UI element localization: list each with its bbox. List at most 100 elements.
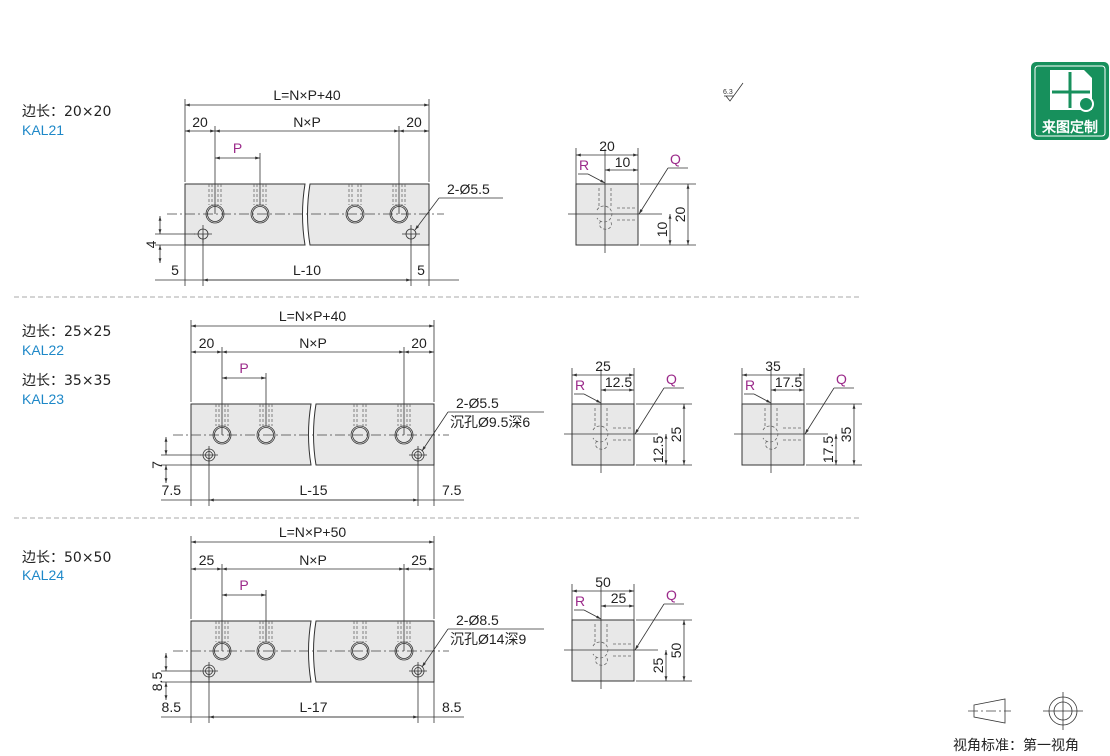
- internal-bore: [592, 425, 609, 450]
- model-code[interactable]: KAL22: [22, 342, 64, 358]
- side-length-label: 边长：25×25: [22, 324, 111, 340]
- edge-right-label: 7.5: [442, 482, 462, 498]
- half-width-label: 12.5: [605, 374, 632, 390]
- edge-left-label: 8.5: [162, 699, 182, 715]
- port-r-leader: [753, 393, 772, 404]
- edge-left-label: 7.5: [162, 482, 182, 498]
- right-margin-label: 20: [406, 114, 422, 130]
- surface-roughness-symbol: 6.3: [723, 82, 744, 102]
- pitch-total-label: N×P: [299, 335, 327, 351]
- port-r-label: R: [745, 377, 755, 393]
- mounting-hole-spacing-label: L-17: [299, 699, 327, 715]
- svg-text:视角标准：第一视角: 视角标准：第一视角: [953, 737, 1079, 754]
- edge-left-label: 5: [171, 262, 179, 278]
- manifold-end-face: [571, 403, 635, 466]
- height-label: 25: [668, 427, 684, 443]
- manifold-body: [190, 403, 312, 466]
- counterbore-spec-label: 沉孔Ø14深9: [450, 631, 526, 647]
- manifold-body: [190, 620, 312, 683]
- port-q-label: Q: [666, 587, 677, 603]
- port-r-leader: [587, 173, 606, 184]
- port-q-label: Q: [836, 371, 847, 387]
- mounting-hole-spacing-label: L-10: [293, 262, 321, 278]
- port-hole: [347, 206, 363, 222]
- half-height-label: 25: [650, 658, 666, 674]
- custom-drawing-logo[interactable]: 来图定制: [1031, 62, 1109, 140]
- model-code[interactable]: KAL23: [22, 391, 64, 407]
- port-r-leader: [583, 393, 602, 404]
- port-r-leader: [583, 609, 602, 620]
- half-width-label: 10: [615, 154, 631, 170]
- half-width-label: 25: [611, 590, 627, 606]
- overall-length-label: L=N×P+40: [273, 87, 341, 103]
- width-label: 35: [765, 358, 781, 374]
- port-hole: [252, 206, 268, 222]
- hole-spec-label: 2-Ø5.5: [456, 395, 499, 411]
- port-hole: [258, 427, 274, 443]
- height-label: 20: [672, 207, 688, 223]
- port-q-leader: [634, 603, 665, 651]
- height-label: 35: [838, 427, 854, 443]
- width-label: 50: [595, 574, 611, 590]
- half-height-label: 17.5: [820, 436, 836, 463]
- port-hole: [352, 427, 368, 443]
- overall-length-label: L=N×P+50: [279, 524, 347, 540]
- half-height-label: 12.5: [650, 436, 666, 463]
- manifold-end-face: [571, 619, 635, 682]
- hole-offset-label: 8.5: [149, 672, 165, 692]
- pitch-label: P: [233, 140, 242, 156]
- port-r-label: R: [575, 593, 585, 609]
- side-length-label: 边长：20×20: [22, 104, 111, 120]
- height-label: 50: [668, 643, 684, 659]
- right-margin-label: 20: [411, 335, 427, 351]
- port-q-label: Q: [666, 371, 677, 387]
- overall-length-label: L=N×P+40: [279, 308, 347, 324]
- mounting-hole-spacing-label: L-15: [299, 482, 327, 498]
- manifold-body: [313, 403, 435, 466]
- left-margin-label: 25: [199, 552, 215, 568]
- left-margin-label: 20: [199, 335, 215, 351]
- half-height-label: 10: [654, 222, 670, 238]
- svg-text:来图定制: 来图定制: [1041, 119, 1098, 136]
- internal-bore: [596, 205, 613, 230]
- edge-right-label: 8.5: [442, 699, 462, 715]
- hole-offset-label: 4: [143, 240, 159, 248]
- internal-bore: [762, 425, 779, 450]
- pitch-label: P: [239, 577, 248, 593]
- port-hole: [352, 643, 368, 659]
- manifold-body: [313, 620, 435, 683]
- internal-bore: [592, 641, 609, 666]
- hole-callout-leader: [421, 628, 449, 668]
- port-r-label: R: [575, 377, 585, 393]
- left-margin-label: 20: [192, 114, 208, 130]
- model-code[interactable]: KAL21: [22, 122, 64, 138]
- svg-text:6.3: 6.3: [723, 89, 733, 96]
- pitch-total-label: N×P: [293, 114, 321, 130]
- first-angle-projection-symbol: 视角标准：第一视角: [953, 692, 1083, 754]
- right-margin-label: 25: [411, 552, 427, 568]
- port-r-label: R: [579, 157, 589, 173]
- front-view: L=N×P+40 20 N×P 20P 4L-10 5 5 2-Ø5.5: [143, 87, 503, 286]
- port-hole: [350, 641, 370, 661]
- hole-spec-label: 2-Ø5.5: [447, 181, 490, 197]
- port-q-leader: [638, 167, 669, 215]
- model-code[interactable]: KAL24: [22, 567, 64, 583]
- hole-offset-label: 7: [149, 461, 165, 469]
- port-hole: [258, 643, 274, 659]
- width-label: 25: [595, 358, 611, 374]
- width-label: 20: [599, 138, 615, 154]
- side-length-label: 边长：50×50: [22, 550, 111, 566]
- pitch-label: P: [239, 360, 248, 376]
- edge-right-label: 5: [417, 262, 425, 278]
- side-length-label: 边长：35×35: [22, 373, 111, 389]
- port-hole: [345, 204, 365, 224]
- manifold-end-face: [741, 403, 805, 466]
- half-width-label: 17.5: [775, 374, 802, 390]
